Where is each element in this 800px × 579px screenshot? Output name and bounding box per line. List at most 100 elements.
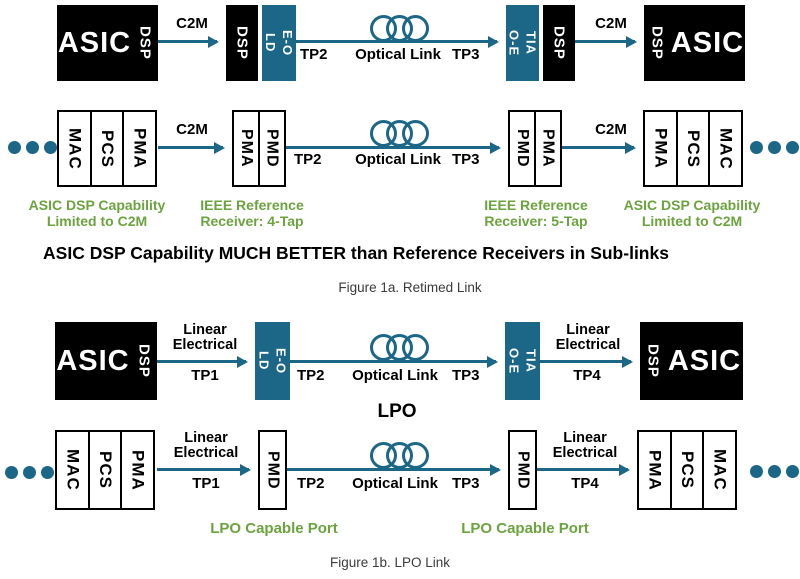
asic-block-right-1a: DSP ASIC: [644, 5, 745, 81]
note-lpo-port-tx: LPO Capable Port: [210, 520, 338, 537]
tp4-label: TP4: [573, 367, 601, 384]
tp4-label: TP4: [571, 475, 599, 492]
c2m-arrow-tx-1a: [158, 40, 217, 43]
dsp-label: DSP: [644, 344, 662, 378]
dsp-label: DSP: [550, 26, 568, 60]
asic-label: ASIC: [57, 26, 132, 59]
optical-link-line-1b-top: [290, 360, 496, 363]
pma-block: PMA: [637, 430, 672, 510]
dsp-label: DSP: [233, 26, 251, 60]
fiber-coil-icon: [370, 120, 429, 148]
pmd-block: PMD: [257, 110, 286, 187]
optical-link-line-1a-sub: [286, 146, 499, 149]
c2m-label: C2M: [176, 15, 208, 32]
pmd-block-tx-1b: PMD: [258, 430, 287, 510]
host-stack-right-1a: PMA PCS MAC: [643, 110, 743, 187]
tp1-label: TP1: [191, 367, 219, 384]
pmd-block: PMD: [508, 110, 536, 187]
dsp-label: DSP: [136, 26, 154, 60]
dsp-block-tx-1a: DSP: [226, 5, 258, 81]
headline-1a: ASIC DSP Capability MUCH BETTER than Ref…: [43, 243, 669, 263]
mac-block: MAC: [708, 110, 743, 187]
pma-block: PMA: [122, 110, 157, 187]
dsp-block-rx-1a: DSP: [543, 5, 575, 81]
tp2-label: TP2: [294, 151, 322, 168]
asic-label: ASIC: [670, 26, 745, 59]
asic-label: ASIC: [667, 344, 742, 377]
ld-eo-block-1a: LD E-O: [262, 5, 296, 81]
linear-electrical-arrow-tx-1b-sub: [157, 468, 249, 471]
asic-block-left-1a: ASIC DSP: [57, 5, 158, 81]
tp2-label: TP2: [300, 46, 328, 63]
asic-block-left-1b: ASIC DSP: [55, 322, 157, 400]
dsp-label: DSP: [135, 344, 153, 378]
pma-block: PMA: [643, 110, 678, 187]
pcs-block: PCS: [675, 110, 711, 187]
c2m-label: C2M: [176, 121, 208, 138]
tp3-label: TP3: [452, 46, 480, 63]
ellipsis-icon: [750, 141, 799, 154]
note-lpo-port-rx: LPO Capable Port: [461, 520, 589, 537]
tia-label: TIA: [523, 31, 539, 55]
oe-label: O-E: [506, 347, 522, 375]
caption-figure-1a: Figure 1a. Retimed Link: [338, 280, 482, 295]
linear-electrical-arrow-tx-1b: [157, 360, 246, 363]
pmd-block-rx-1b: PMD: [508, 430, 537, 510]
tp3-label: TP3: [452, 475, 480, 492]
ld-eo-block-1b: LD E-O: [255, 322, 290, 400]
ellipsis-icon: [5, 466, 54, 479]
tp3-label: TP3: [452, 367, 480, 384]
lpo-label: LPO: [377, 401, 417, 422]
ellipsis-icon: [8, 141, 57, 154]
pcs-block: PCS: [89, 110, 125, 187]
ld-label: LD: [256, 351, 272, 371]
oe-tia-block-1a: O-E TIA: [506, 5, 539, 81]
optical-link-label: Optical Link: [355, 46, 441, 63]
optical-link-line-1b-sub: [287, 468, 499, 471]
oe-label: O-E: [506, 29, 522, 57]
optical-link-label: Optical Link: [352, 367, 438, 384]
c2m-label: C2M: [595, 15, 627, 32]
linear-electrical-arrow-rx-1b-sub: [537, 468, 628, 471]
linear-electrical-arrow-rx-1b: [540, 360, 631, 363]
eo-label: E-O: [273, 347, 289, 375]
oe-tia-block-1b: O-E TIA: [505, 322, 540, 400]
optical-link-label: Optical Link: [355, 151, 441, 168]
asic-block-right-1b: DSP ASIC: [640, 322, 743, 400]
caption-figure-1b: Figure 1b. LPO Link: [329, 555, 451, 570]
fiber-coil-icon: [370, 442, 429, 470]
c2m-arrow-rx-1a-sub: [562, 146, 634, 149]
host-stack-left-1b: MAC PCS PMA: [55, 430, 155, 510]
pcs-block: PCS: [669, 430, 705, 510]
mac-block: MAC: [702, 430, 737, 510]
c2m-arrow-rx-1a: [575, 40, 635, 43]
c2m-label: C2M: [595, 121, 627, 138]
dsp-label: DSP: [648, 26, 666, 60]
pcs-block: PCS: [87, 430, 123, 510]
tp2-label: TP2: [297, 367, 325, 384]
asic-label: ASIC: [56, 344, 130, 377]
tp3-label: TP3: [452, 151, 480, 168]
module-rx-1a: PMD PMA: [508, 110, 562, 187]
pma-block: PMA: [232, 110, 260, 187]
ellipsis-icon: [750, 465, 799, 478]
tia-label: TIA: [523, 349, 539, 373]
host-stack-right-1b: PMA PCS MAC: [637, 430, 737, 510]
c2m-arrow-tx-1a-sub: [158, 146, 223, 149]
tp2-label: TP2: [297, 475, 325, 492]
mac-block: MAC: [57, 110, 92, 187]
pma-block: PMA: [120, 430, 155, 510]
fiber-coil-icon: [370, 15, 429, 43]
optical-link-label: Optical Link: [352, 475, 438, 492]
eo-label: E-O: [280, 29, 295, 57]
tp1-label: TP1: [192, 475, 220, 492]
pma-block: PMA: [533, 110, 562, 187]
mac-block: MAC: [55, 430, 90, 510]
